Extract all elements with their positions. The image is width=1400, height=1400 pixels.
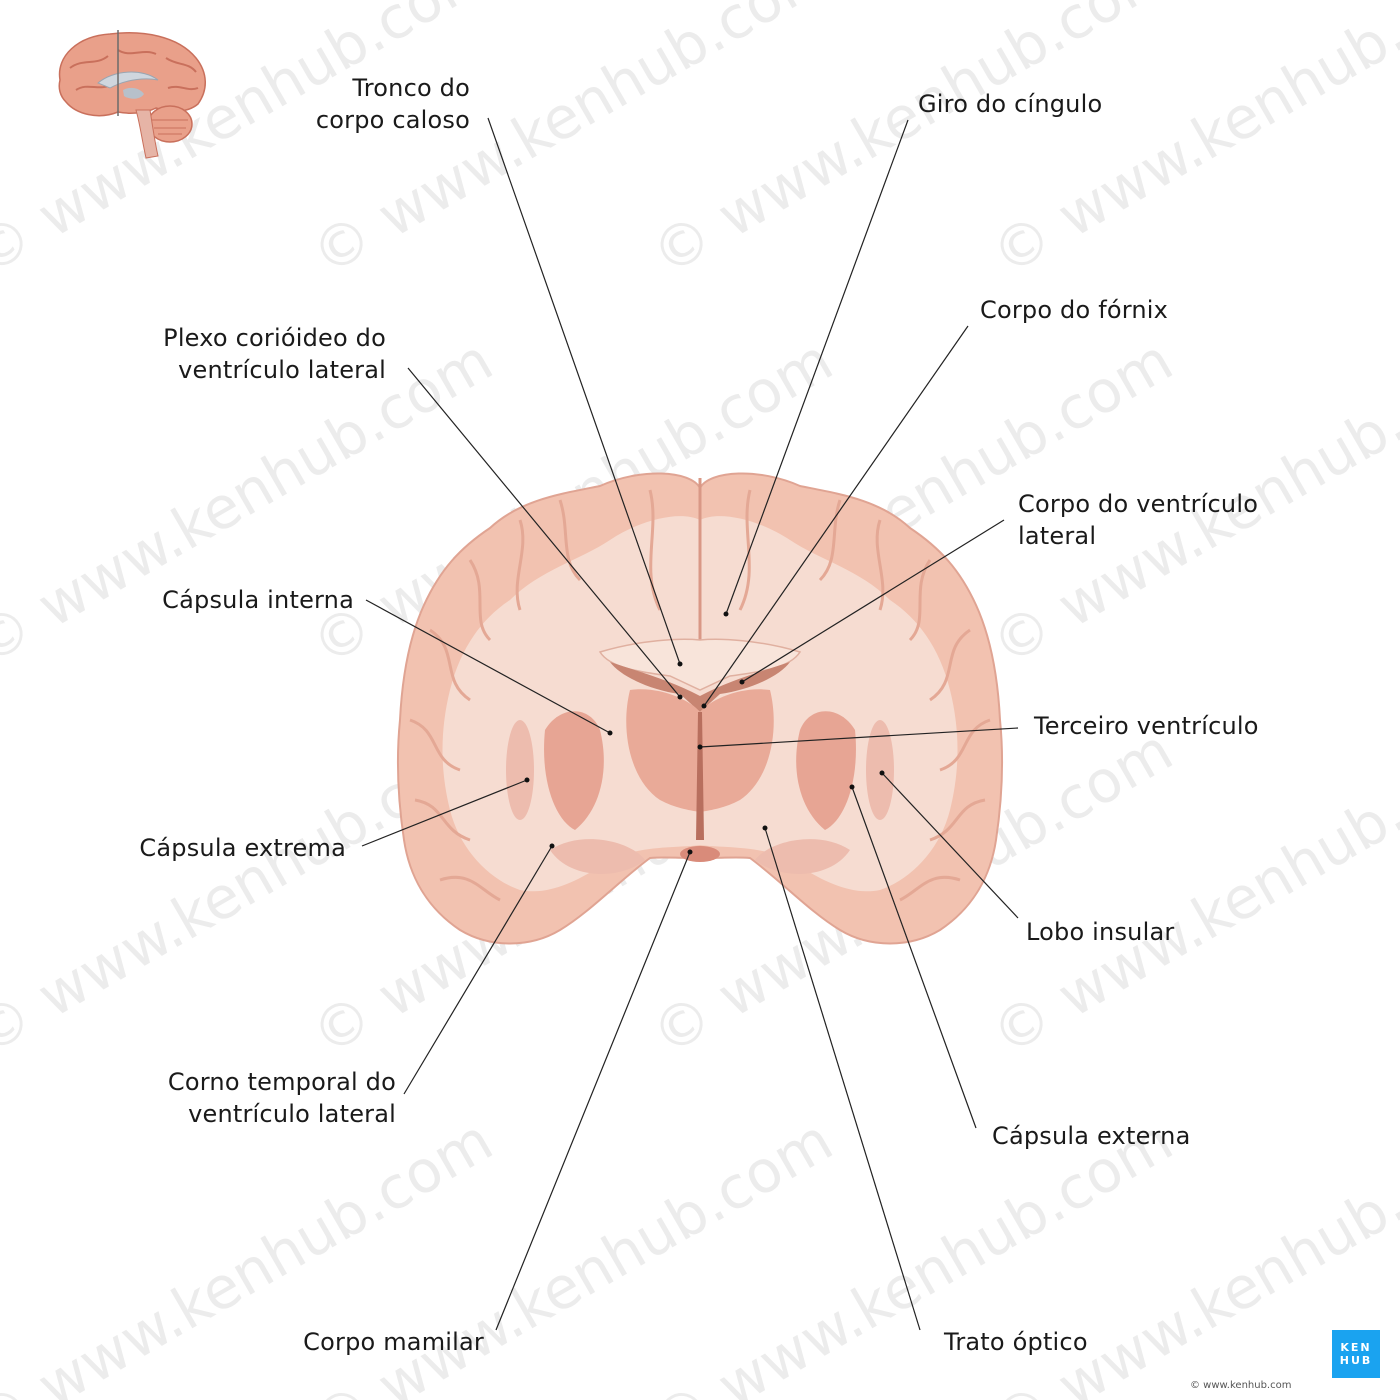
- lentiform-left: [544, 711, 604, 830]
- corpus-callosum: [598, 638, 802, 691]
- dot-corpo-mamilar: [687, 849, 693, 855]
- dot-terceiro: [697, 744, 703, 750]
- leader-capsula-externa: [851, 786, 977, 1129]
- leader-capsula-interna: [365, 599, 611, 734]
- insula-left: [506, 720, 534, 820]
- leader-lobo-insular: [881, 772, 1019, 919]
- label-tronco-corpo-caloso: Tronco do corpo caloso: [316, 72, 470, 136]
- label-line: Tronco do: [352, 74, 470, 102]
- label-line: Corpo do fórnix: [980, 296, 1169, 324]
- label-line: Corpo mamilar: [303, 1328, 484, 1356]
- label-giro-cingulo: Giro do cíngulo: [918, 88, 1102, 120]
- sagittal-brain-thumbnail: [58, 30, 206, 159]
- label-line: ventrículo lateral: [178, 356, 386, 384]
- lateral-ventricles: [610, 662, 790, 712]
- label-line: Terceiro ventrículo: [1034, 712, 1259, 740]
- leader-terceiro: [699, 727, 1019, 748]
- dot-giro: [723, 611, 729, 617]
- leader-fornix: [703, 325, 969, 707]
- label-line: Cápsula extrema: [139, 834, 346, 862]
- label-line: Cápsula externa: [992, 1122, 1191, 1150]
- label-line: corpo caloso: [315, 106, 470, 134]
- leader-corpo-mamilar: [495, 851, 691, 1331]
- label-plexo-corioideo: Plexo corióideo do ventrículo lateral: [163, 322, 386, 386]
- leader-trato-optico: [764, 827, 921, 1331]
- label-corpo-mamilar: Corpo mamilar: [303, 1326, 484, 1358]
- label-lobo-insular: Lobo insular: [1026, 916, 1174, 948]
- label-line: Cápsula interna: [162, 586, 354, 614]
- dot-fornix: [701, 703, 707, 709]
- leader-capsula-extrema: [361, 779, 528, 847]
- label-line: Corno temporal do: [167, 1068, 396, 1096]
- label-line: Giro do cíngulo: [918, 90, 1103, 118]
- leader-dots: [524, 611, 885, 855]
- dot-plexo: [677, 694, 683, 700]
- label-line: Plexo corióideo do: [163, 324, 386, 352]
- label-corpo-ventriculo-lateral: Corpo do ventrículo lateral: [1018, 488, 1258, 552]
- dot-lobo-insular: [879, 770, 885, 776]
- gyral-folds: [409, 489, 991, 902]
- dot-capsula-extrema: [524, 777, 530, 783]
- label-corpo-fornix: Corpo do fórnix: [980, 294, 1168, 326]
- label-line: Lobo insular: [1026, 918, 1175, 946]
- leader-plexo: [407, 367, 681, 698]
- label-line: ventrículo lateral: [188, 1100, 396, 1128]
- leader-corno-temporal: [403, 845, 553, 1095]
- label-capsula-interna: Cápsula interna: [162, 584, 354, 616]
- mammillary-bodies: [680, 846, 720, 862]
- leader-giro: [725, 119, 909, 615]
- logo-line: KEN: [1340, 1341, 1372, 1354]
- dot-trato-optico: [762, 825, 768, 831]
- label-capsula-extrema: Cápsula extrema: [139, 832, 346, 864]
- label-line: Trato óptico: [944, 1328, 1088, 1356]
- dot-corno-temporal: [549, 843, 555, 849]
- label-line: Corpo do ventrículo: [1018, 490, 1259, 518]
- hippocampus-right: [755, 839, 850, 874]
- dot-tronco: [677, 661, 683, 667]
- dot-capsula-interna: [607, 730, 613, 736]
- dot-corpo-ventriculo: [739, 679, 745, 685]
- credit-text: © www.kenhub.com: [1190, 1380, 1292, 1391]
- label-trato-optico: Trato óptico: [944, 1326, 1088, 1358]
- label-corno-temporal: Corno temporal do ventrículo lateral: [168, 1066, 396, 1130]
- label-line: lateral: [1018, 522, 1097, 550]
- logo-line: HUB: [1339, 1354, 1373, 1367]
- hippocampus-left: [550, 839, 645, 874]
- leader-lines: [361, 117, 1019, 1331]
- third-ventricle-cavity: [696, 712, 704, 840]
- label-terceiro-ventriculo: Terceiro ventrículo: [1034, 710, 1259, 742]
- leader-corpo-ventriculo: [741, 519, 1005, 683]
- kenhub-logo[interactable]: KEN HUB: [1332, 1330, 1380, 1378]
- insula-right: [866, 720, 894, 820]
- leader-tronco: [487, 117, 681, 665]
- label-capsula-externa: Cápsula externa: [992, 1120, 1191, 1152]
- dot-capsula-externa: [849, 784, 855, 790]
